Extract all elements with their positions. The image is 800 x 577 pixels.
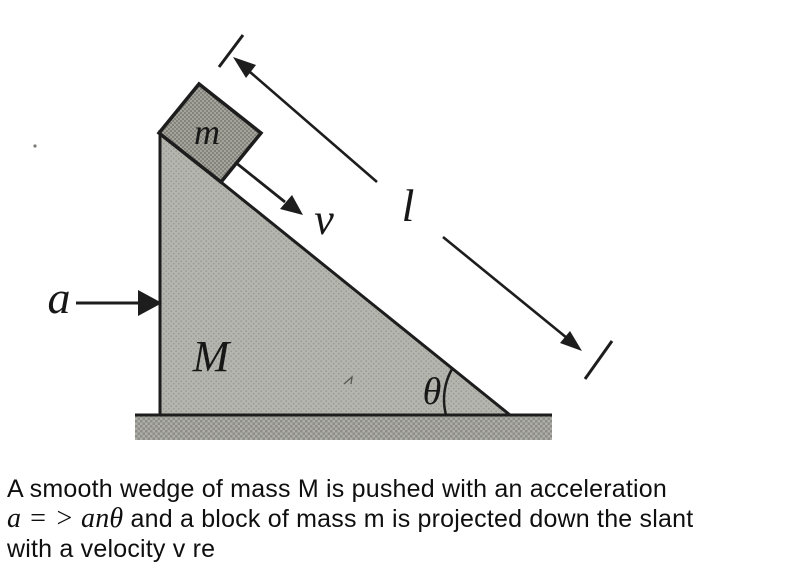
- caption-line-3: with a velocity v re: [7, 535, 216, 563]
- length-dim-lower: [442, 235, 579, 349]
- wedge-mass-label: M: [192, 332, 232, 381]
- length-dim-arrowhead-top: [233, 57, 256, 78]
- caption-line-2: a = > anθ and a block of mass m is proje…: [7, 504, 793, 534]
- scan-smudge: [343, 375, 353, 385]
- slope-length-label: l: [402, 180, 415, 231]
- wedge-diagram: m M v l a θ: [33, 34, 614, 440]
- length-dim-arrowhead-bottom: [560, 331, 582, 351]
- block-mass-label: m: [194, 112, 220, 152]
- velocity-arrowhead: [280, 195, 303, 215]
- ground-strip: [135, 415, 552, 440]
- length-dim-tick-bottom: [583, 340, 614, 380]
- acceleration-arrowhead: [138, 290, 162, 316]
- velocity-label: v: [314, 195, 334, 244]
- caption-math-run: a = > anθ: [7, 503, 124, 534]
- length-dim-upper: [249, 71, 378, 183]
- question-caption: A smooth wedge of mass M is pushed with …: [7, 474, 793, 564]
- speck-dot: [33, 144, 37, 148]
- caption-line-1: A smooth wedge of mass M is pushed with …: [7, 475, 667, 503]
- length-dim-tick-top: [217, 34, 245, 68]
- block-square: [156, 81, 264, 185]
- velocity-arrow-shaft: [234, 160, 286, 204]
- wedge-triangle: [158, 129, 515, 417]
- angle-arc: [442, 368, 454, 416]
- incline-angle-label: θ: [423, 371, 442, 413]
- caption-line-2-text: and a block of mass m is projected down …: [130, 505, 694, 533]
- acceleration-label: a: [48, 272, 71, 323]
